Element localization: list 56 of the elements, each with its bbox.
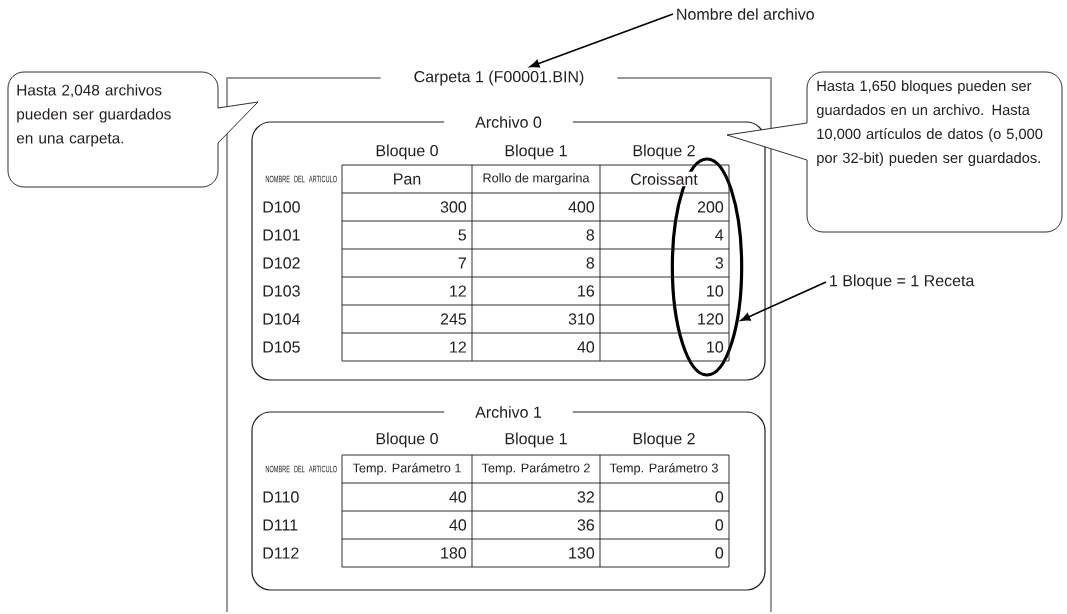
cell-value: 0 bbox=[715, 519, 724, 531]
cell-value: 200 bbox=[697, 201, 724, 213]
cell-value: 400 bbox=[568, 201, 595, 213]
column-header: Bloque 1 bbox=[505, 144, 567, 160]
arrow bbox=[529, 13, 674, 68]
cell-value: 300 bbox=[440, 201, 467, 213]
cell-value: 3 bbox=[715, 257, 724, 269]
cell-value: 10 bbox=[707, 341, 724, 353]
callout-bubble: Hasta 1,650 bloques pueden ser guardados en un archivo. Hasta 10,000 artículos de datos (o 5,000 por 32-bit) pueden ser guardados. bbox=[726, 71, 1063, 233]
row-label: D104 bbox=[263, 313, 301, 325]
cell-value: 40 bbox=[577, 341, 595, 353]
column-header: Bloque 0 bbox=[376, 432, 438, 448]
cell-value: 32 bbox=[577, 491, 594, 503]
row-label: D102 bbox=[263, 257, 300, 269]
callout-bubble: Hasta 2,048 archivos pueden ser guardados en una carpeta. bbox=[7, 71, 259, 188]
cell-value: 12 bbox=[450, 285, 466, 297]
cell-value: 8 bbox=[586, 257, 595, 269]
cell-value: 10 bbox=[707, 285, 724, 297]
cell-value: 310 bbox=[568, 313, 595, 325]
item-name: Croissant bbox=[628, 171, 700, 187]
cell-value: 5 bbox=[458, 229, 467, 241]
cell-value: 40 bbox=[449, 491, 467, 503]
row-label: D111 bbox=[263, 519, 298, 531]
row-label: D103 bbox=[263, 285, 300, 297]
row-label: D101 bbox=[263, 229, 300, 241]
column-header: Bloque 0 bbox=[376, 144, 438, 160]
column-header: Bloque 2 bbox=[633, 144, 695, 160]
item-name: Rollo de margarina bbox=[481, 171, 591, 187]
cell-value: 36 bbox=[577, 519, 595, 531]
column-header: NOMBRE DEL ARTICULO bbox=[265, 465, 337, 473]
cell-value: 7 bbox=[458, 257, 466, 269]
item-name: Temp. Parámetro 2 bbox=[480, 461, 592, 477]
cell-value: 12 bbox=[450, 341, 466, 353]
row-label: D105 bbox=[263, 341, 300, 353]
cell-value: 130 bbox=[569, 547, 595, 559]
cell-value: 4 bbox=[715, 229, 724, 241]
arrow bbox=[740, 281, 827, 321]
cell-value: 0 bbox=[715, 547, 724, 559]
cell-value: 120 bbox=[698, 313, 724, 325]
column-header: Bloque 1 bbox=[505, 432, 567, 448]
row-label: D100 bbox=[263, 201, 300, 213]
item-name: Temp. Parámetro 3 bbox=[608, 461, 720, 477]
node-label: Hasta 1,650 bloques pueden ser guardados en un archivo. Hasta 10,000 artículos de datos (o 5,000 por 32-bit) pueden ser guardados. bbox=[816, 80, 1043, 166]
column-header: Bloque 2 bbox=[633, 432, 695, 448]
cell-value: 16 bbox=[578, 285, 595, 297]
cell-value: 0 bbox=[715, 491, 724, 503]
annotation-text: Nombre del archivo bbox=[677, 8, 814, 20]
cell-value: 40 bbox=[449, 519, 467, 531]
cell-value: 180 bbox=[441, 547, 467, 559]
row-label: D112 bbox=[263, 547, 299, 559]
cell-value: 245 bbox=[440, 313, 467, 325]
row-label: D110 bbox=[263, 491, 299, 503]
item-name: Pan bbox=[391, 172, 423, 186]
item-name: Temp. Parámetro 1 bbox=[351, 461, 463, 477]
cell-value: 8 bbox=[586, 229, 595, 241]
annotation-text: 1 Bloque = 1 Receta bbox=[830, 274, 975, 290]
